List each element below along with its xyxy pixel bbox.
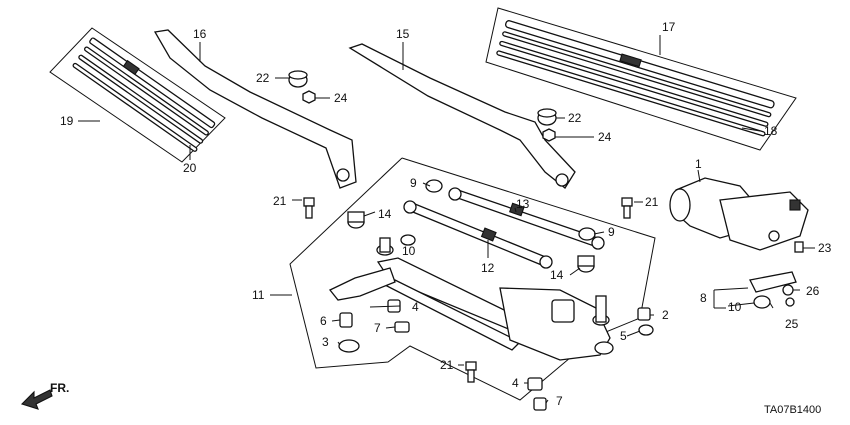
callout-14-right: 14 xyxy=(550,268,564,282)
callout-13: 13 xyxy=(516,197,530,211)
callout-21-left: 21 xyxy=(273,194,287,208)
wiper-arm-passenger xyxy=(348,43,576,189)
arm-caps-and-nuts xyxy=(288,70,557,142)
linkage-frame xyxy=(328,237,614,361)
callout-24-right: 24 xyxy=(598,130,612,144)
callout-21-right: 21 xyxy=(645,195,659,209)
callout-11: 11 xyxy=(252,288,265,302)
callout-4-lower: 4 xyxy=(512,376,519,390)
leader-lines xyxy=(78,35,815,404)
callout-26: 26 xyxy=(806,284,820,298)
callout-4-upper: 4 xyxy=(412,300,419,314)
callout-17: 17 xyxy=(662,20,676,34)
callout-7-upper: 7 xyxy=(374,321,381,335)
wiper-arm-driver xyxy=(153,29,357,189)
bolts xyxy=(303,197,633,383)
callout-19: 19 xyxy=(60,114,74,128)
callout-6: 6 xyxy=(320,314,327,328)
callout-16: 16 xyxy=(193,27,207,41)
callout-5: 5 xyxy=(620,329,627,343)
callout-10-motor: 10 xyxy=(728,300,742,314)
motor-hardware xyxy=(749,241,804,309)
wiper-motor xyxy=(669,177,809,251)
callout-14-left: 14 xyxy=(378,207,392,221)
callout-22-left: 22 xyxy=(256,71,270,85)
linkage-rods xyxy=(403,187,605,269)
wiper-blade-kit-right xyxy=(485,7,797,151)
front-direction-arrow: FR. xyxy=(20,381,69,410)
callout-8: 8 xyxy=(700,291,707,305)
callout-22-right: 22 xyxy=(568,111,582,125)
callout-15: 15 xyxy=(396,27,410,41)
callout-23: 23 xyxy=(818,241,832,255)
callout-12: 12 xyxy=(481,261,495,275)
callout-24-left: 24 xyxy=(334,91,348,105)
callout-9-left: 9 xyxy=(410,176,417,190)
callout-18: 18 xyxy=(764,124,778,138)
linkage-assembly-box xyxy=(289,157,656,401)
callout-20: 20 xyxy=(183,161,197,175)
callout-3: 3 xyxy=(322,335,329,349)
callout-10-box: 10 xyxy=(402,244,416,258)
callout-7-lower: 7 xyxy=(556,394,563,408)
diagram-code: TA07B1400 xyxy=(764,404,821,416)
callout-1: 1 xyxy=(695,157,702,171)
callout-9-right: 9 xyxy=(608,225,615,239)
wiper-blade-kit-left xyxy=(49,27,226,163)
callout-labels: 16 15 17 18 19 20 22 24 22 24 1 21 21 21… xyxy=(60,20,832,408)
direction-label: FR. xyxy=(50,381,69,395)
callout-21-bottom: 21 xyxy=(440,358,454,372)
callout-25: 25 xyxy=(785,317,799,331)
callout-2: 2 xyxy=(662,308,669,322)
